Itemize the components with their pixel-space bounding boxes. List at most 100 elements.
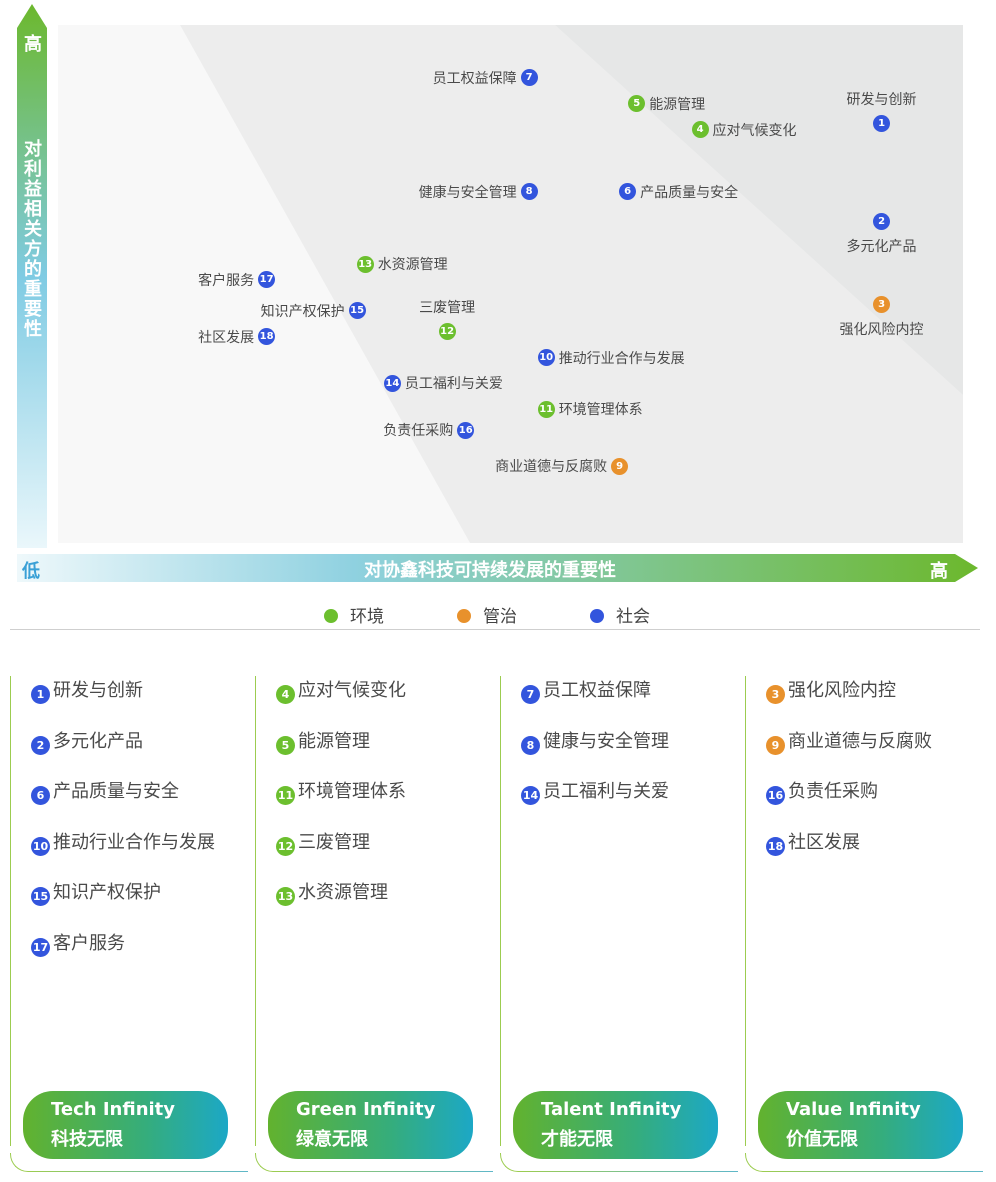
item-number-badge: 15 — [31, 887, 50, 906]
legend: 环境 管治 社会 — [0, 598, 996, 628]
item-number-badge: 1 — [31, 685, 50, 704]
point-marker: 10 — [537, 349, 555, 367]
point-label: 员工权益保障 — [432, 70, 517, 87]
y-axis-title-char: 对 — [24, 139, 42, 160]
item-label: 负责任采购 — [788, 781, 878, 802]
item-label: 健康与安全管理 — [543, 730, 669, 752]
item-number-badge: 4 — [276, 685, 295, 704]
point-marker: 9 — [611, 457, 629, 475]
point-label: 能源管理 — [649, 96, 706, 113]
x-axis-arrow — [17, 554, 978, 582]
item-number-badge: 2 — [31, 735, 50, 755]
group-badge: Value Infinity 价值无限 — [758, 1091, 963, 1159]
point-label: 员工福利与关爱 — [404, 376, 503, 393]
group-divider-curve — [10, 1153, 29, 1172]
point-label: 应对气候变化 — [712, 122, 797, 139]
legend-label: 环境 — [350, 607, 384, 627]
y-axis-title: 对利益相关方的重要性 — [18, 140, 48, 340]
group-divider — [745, 676, 746, 1146]
y-axis-arrow — [17, 4, 47, 548]
item-label: 环境管理体系 — [298, 781, 406, 802]
group-title-en: Talent Infinity — [541, 1099, 682, 1120]
legend-label: 社会 — [616, 607, 650, 627]
item-label: 员工福利与关爱 — [543, 781, 669, 802]
point-label: 客户服务 — [198, 272, 255, 289]
group-bottom-rule — [518, 1171, 738, 1172]
item-number-badge: 16 — [766, 786, 785, 805]
item-label: 产品质量与安全 — [53, 781, 179, 802]
item-label: 多元化产品 — [53, 730, 143, 752]
group-title-cn: 价值无限 — [786, 1129, 858, 1150]
point-label: 商业道德与反腐败 — [495, 459, 608, 476]
group-title-en: Value Infinity — [786, 1099, 921, 1120]
item-label: 知识产权保护 — [53, 882, 161, 903]
group-title-en: Green Infinity — [296, 1099, 436, 1120]
item-number-badge: 9 — [766, 735, 785, 755]
item-number-badge: 5 — [276, 735, 295, 755]
item-label: 推动行业合作与发展 — [53, 831, 215, 853]
item-label: 强化风险内控 — [788, 680, 896, 701]
item-number-badge: 8 — [521, 735, 540, 755]
item-number-badge: 6 — [31, 786, 50, 805]
point-marker: 13 — [356, 255, 374, 273]
legend-item-environment: 环境 — [324, 602, 384, 627]
point-label: 产品质量与安全 — [640, 184, 739, 201]
item-number-badge: 11 — [276, 786, 295, 805]
y-axis-title-char: 方 — [24, 239, 42, 260]
y-axis-title-char: 的 — [24, 259, 42, 280]
point-marker: 16 — [457, 421, 475, 439]
y-axis-title-char: 益 — [24, 179, 42, 200]
point-marker: 12 — [438, 322, 456, 340]
group-bottom-rule — [763, 1171, 983, 1172]
y-axis-title-char: 性 — [24, 319, 42, 340]
point-3: 3 强化风险内控 — [839, 295, 924, 339]
x-axis-title: 对协鑫科技可持续发展的重要性 — [364, 560, 616, 581]
point-marker: 3 — [873, 295, 891, 313]
plot-band-high — [555, 25, 963, 395]
point-marker: 18 — [258, 328, 276, 346]
group-title-en: Tech Infinity — [51, 1099, 176, 1120]
legend-label: 管治 — [483, 607, 517, 627]
group-bottom-rule — [28, 1171, 248, 1172]
group-divider — [10, 676, 11, 1146]
group-badge: Green Infinity 绿意无限 — [268, 1091, 473, 1159]
point-marker: 8 — [520, 183, 538, 201]
point-label: 强化风险内控 — [839, 321, 924, 338]
group-title-cn: 绿意无限 — [296, 1129, 368, 1150]
item-number-badge: 3 — [766, 685, 785, 704]
legend-dot-icon — [590, 609, 604, 623]
y-axis-title-char: 相 — [24, 199, 42, 220]
y-axis-high-label: 高 — [24, 34, 42, 55]
item-number-badge: 12 — [276, 836, 295, 856]
x-axis-high-label: 高 — [930, 561, 948, 582]
point-label: 研发与创新 — [846, 92, 917, 109]
item-label: 能源管理 — [298, 730, 370, 752]
